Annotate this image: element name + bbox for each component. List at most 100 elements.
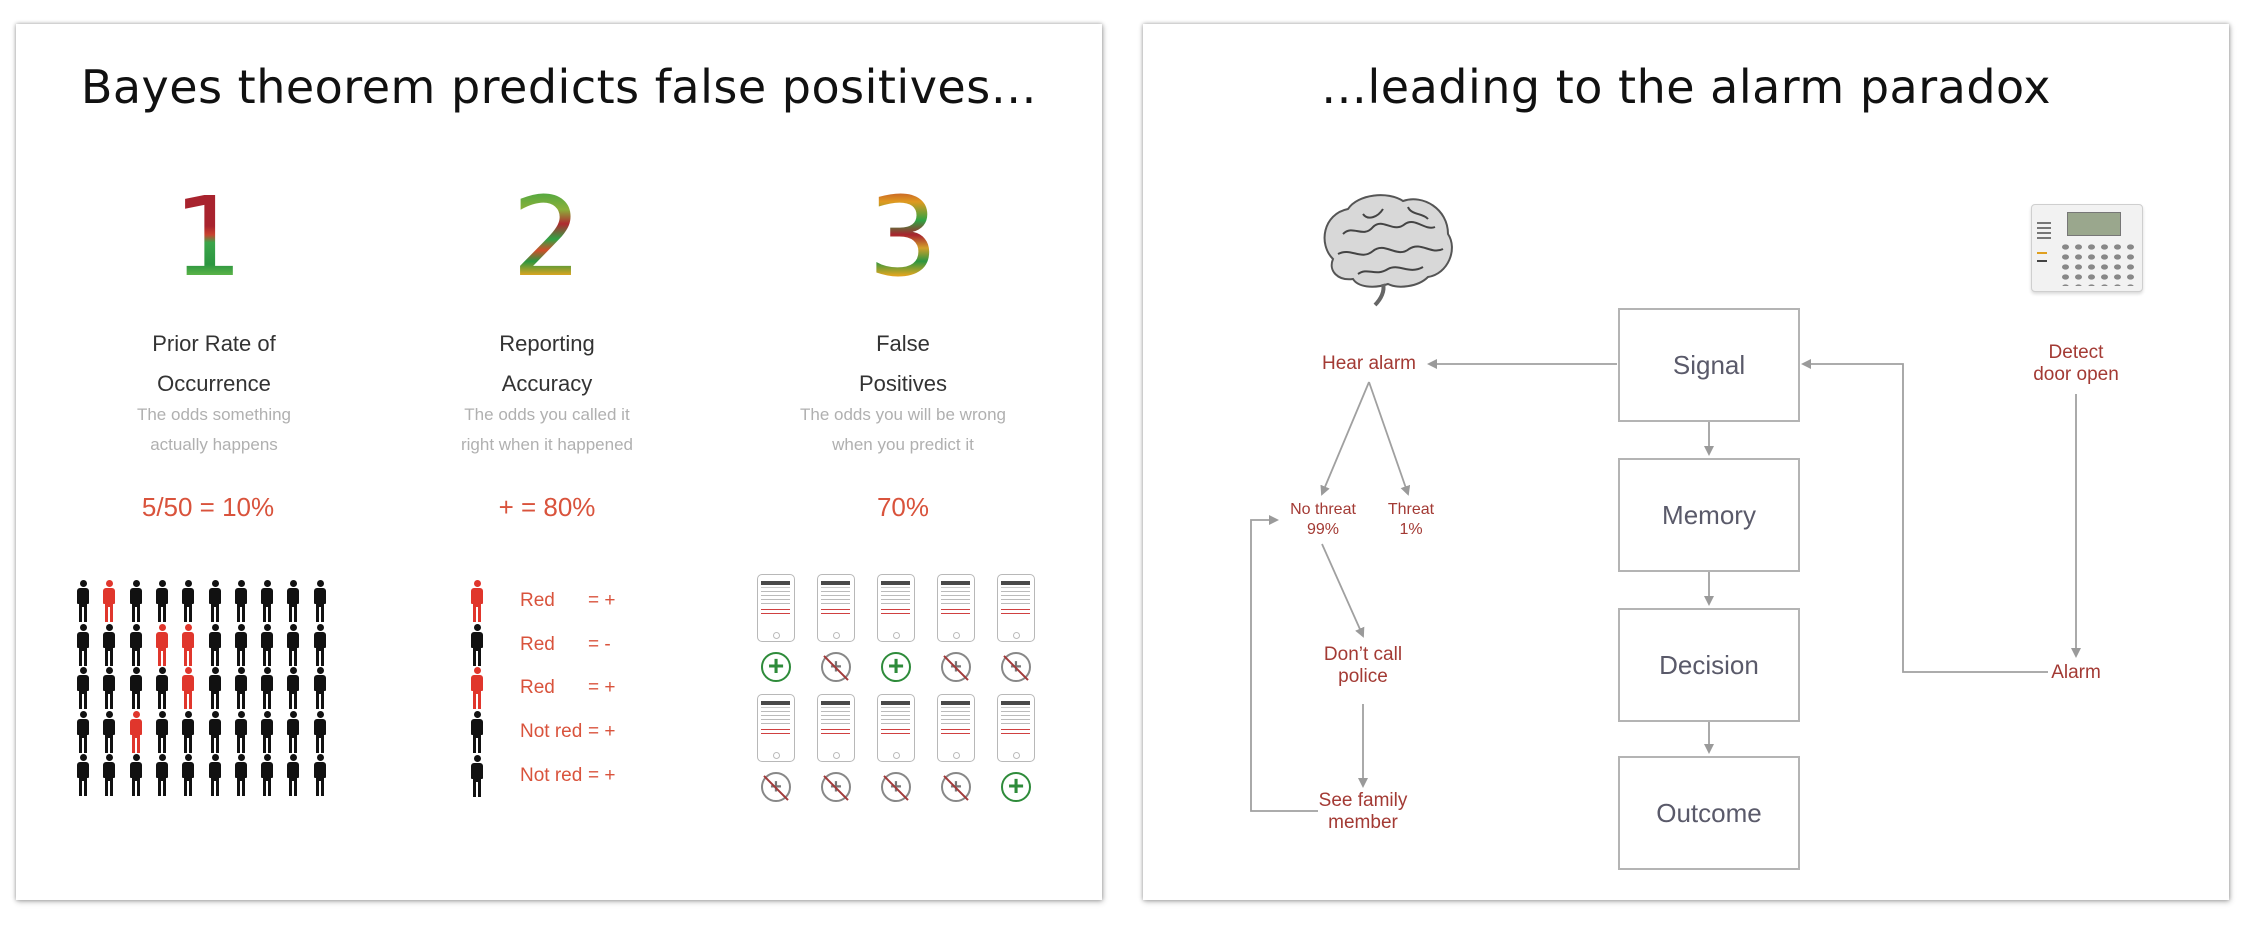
person-icon bbox=[76, 580, 90, 624]
person-icon bbox=[76, 623, 90, 668]
label-line: door open bbox=[2033, 364, 2119, 385]
person-icon bbox=[155, 754, 169, 798]
person-icon bbox=[208, 754, 222, 798]
signal-box: Signal bbox=[1618, 308, 1800, 422]
person-red-icon bbox=[102, 580, 116, 624]
description-line: right when it happened bbox=[460, 435, 634, 454]
memory-box: Memory bbox=[1618, 458, 1800, 572]
person-icon bbox=[181, 580, 195, 624]
false-positive-stat: 70% bbox=[876, 492, 930, 522]
prior-rate-heading: Prior Rate of Occurrence bbox=[84, 324, 344, 404]
person-icon bbox=[286, 580, 300, 624]
alarm-to-signal-arrow bbox=[1801, 359, 2048, 673]
person-icon bbox=[102, 623, 116, 668]
threat-label: Threat 1% bbox=[1371, 500, 1451, 540]
description-line: when you predict it bbox=[832, 435, 974, 454]
slide-alarm-paradox: …leading to the alarm paradox bbox=[1143, 24, 2229, 900]
see-family-member-label: See family member bbox=[1293, 790, 1433, 834]
wrong-prediction-badge-icon: + bbox=[761, 772, 791, 802]
description-line: The odds something bbox=[136, 405, 292, 424]
legend-person-icon bbox=[470, 711, 484, 755]
person-icon bbox=[260, 580, 274, 624]
reporting-accuracy-description: The odds you called it right when it hap… bbox=[417, 400, 677, 460]
phone-icon bbox=[817, 574, 855, 642]
person-icon bbox=[76, 710, 90, 755]
person-icon bbox=[313, 623, 327, 668]
dont-call-police-label: Don’t call police bbox=[1293, 644, 1433, 688]
heading-line: Positives bbox=[858, 371, 948, 396]
person-icon bbox=[260, 754, 274, 798]
phone-icon bbox=[817, 694, 855, 762]
person-icon bbox=[313, 710, 327, 755]
person-icon bbox=[286, 623, 300, 668]
hear-to-threat-arrow bbox=[1368, 381, 1411, 496]
label-line: See family bbox=[1318, 790, 1408, 811]
legend-result: = - bbox=[588, 633, 611, 655]
positive-badge-icon: + bbox=[761, 652, 791, 682]
legend-label: Red bbox=[520, 677, 555, 699]
label-line: 99% bbox=[1306, 521, 1340, 538]
legend-result: = + bbox=[588, 590, 616, 611]
person-icon bbox=[129, 754, 143, 798]
person-icon bbox=[102, 754, 116, 798]
phone-icon bbox=[877, 574, 915, 642]
flow-connectors bbox=[1250, 359, 2081, 812]
nothreat-to-dontcall-arrow bbox=[1321, 543, 1365, 638]
person-icon bbox=[234, 580, 248, 624]
phone-icon bbox=[877, 694, 915, 762]
legend-person-icon bbox=[470, 623, 484, 668]
prior-rate-stat: 5/50 = 10% bbox=[141, 492, 275, 522]
false-positives-description: The odds you will be wrong when you pred… bbox=[773, 400, 1033, 460]
person-icon bbox=[181, 710, 195, 755]
person-icon bbox=[155, 710, 169, 755]
phone-icon bbox=[937, 574, 975, 642]
wrong-prediction-badge-icon: + bbox=[881, 772, 911, 802]
person-icon bbox=[260, 710, 274, 755]
prior-rate-description: The odds something actually happens bbox=[84, 400, 344, 460]
phone-icon bbox=[937, 694, 975, 762]
phone-icon bbox=[757, 574, 795, 642]
person-red-icon bbox=[181, 623, 195, 668]
accuracy-stat: + = 80% bbox=[498, 492, 596, 522]
label-line: No threat bbox=[1290, 501, 1356, 518]
heading-line: Occurrence bbox=[157, 371, 271, 396]
person-icon bbox=[286, 710, 300, 755]
legend-person-red-icon bbox=[470, 580, 484, 624]
person-icon bbox=[313, 754, 327, 798]
phone-icon bbox=[997, 574, 1035, 642]
person-icon bbox=[234, 754, 248, 798]
slide-title: Bayes theorem predicts false positives… bbox=[80, 60, 1038, 114]
person-icon bbox=[208, 710, 222, 755]
label-line: member bbox=[1328, 812, 1398, 833]
person-icon bbox=[234, 710, 248, 755]
person-icon bbox=[155, 667, 169, 711]
reporting-accuracy-heading: Reporting Accuracy bbox=[417, 324, 677, 404]
description-line: The odds you called it bbox=[464, 405, 630, 424]
person-icon bbox=[286, 754, 300, 798]
person-icon bbox=[102, 710, 116, 755]
wrong-prediction-badge-icon: + bbox=[941, 652, 971, 682]
heading-line: Accuracy bbox=[501, 371, 593, 396]
person-icon bbox=[286, 667, 300, 711]
person-red-icon bbox=[155, 623, 169, 668]
label-line: Detect bbox=[2048, 342, 2104, 363]
person-icon bbox=[181, 754, 195, 798]
alarm-label: Alarm bbox=[2051, 662, 2101, 683]
legend-result: = + bbox=[588, 721, 616, 743]
person-icon bbox=[208, 580, 222, 624]
label-line: 1% bbox=[1399, 521, 1423, 538]
legend-person-icon bbox=[470, 754, 484, 799]
description-line: The odds you will be wrong bbox=[799, 405, 1006, 424]
description-line: actually happens bbox=[150, 435, 278, 454]
wrong-prediction-badge-icon: + bbox=[1001, 652, 1031, 682]
slide-title: …leading to the alarm paradox bbox=[1321, 60, 2051, 114]
person-icon bbox=[129, 623, 143, 668]
outcome-box: Outcome bbox=[1618, 756, 1800, 870]
label-line: Don’t call bbox=[1323, 644, 1403, 665]
legend-result: = + bbox=[588, 764, 616, 786]
person-icon bbox=[76, 754, 90, 798]
false-positives-heading: False Positives bbox=[773, 324, 1033, 404]
number-2: 2 bbox=[477, 182, 617, 292]
wrong-prediction-badge-icon: + bbox=[821, 652, 851, 682]
person-icon bbox=[234, 667, 248, 711]
